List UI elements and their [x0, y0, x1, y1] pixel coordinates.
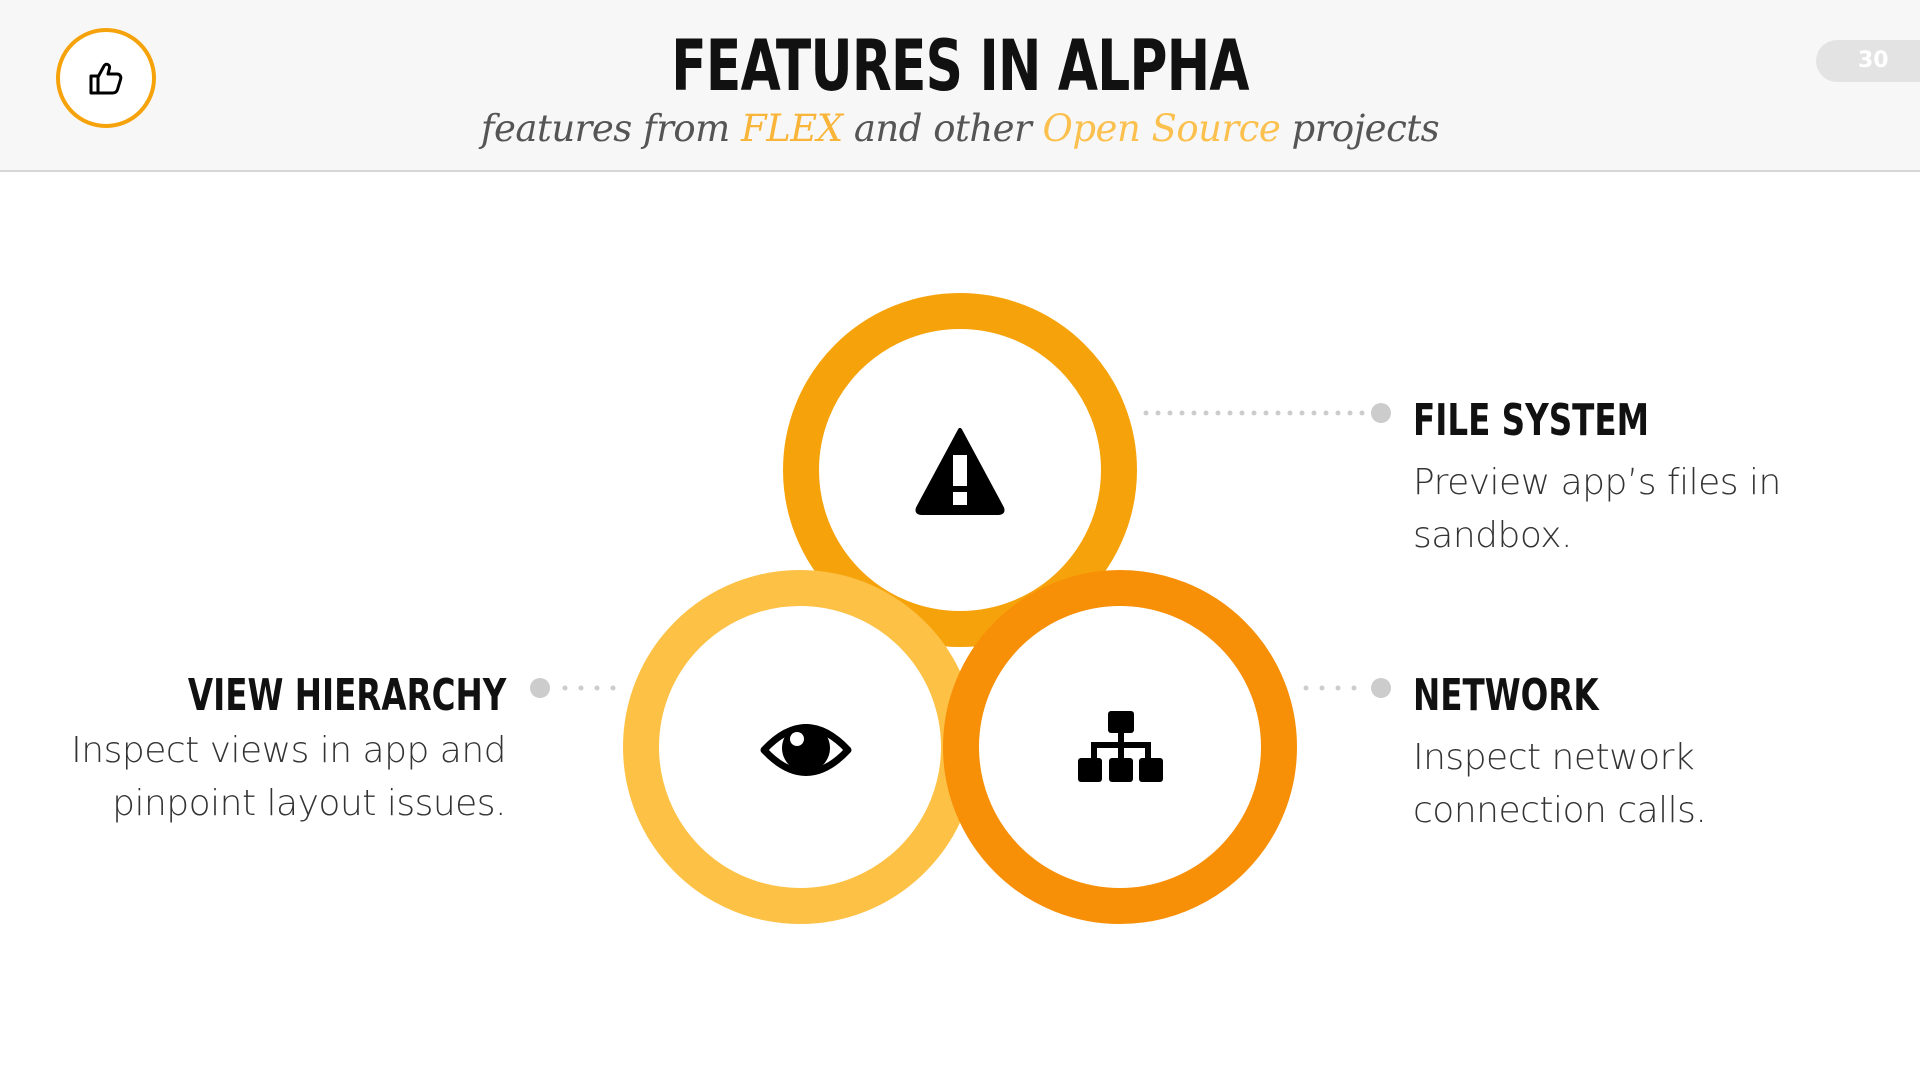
- subtitle-highlight-open-source: Open Source: [1042, 107, 1281, 150]
- logo-badge: [56, 28, 156, 128]
- feature-title-file-system: FILE SYSTEM: [1413, 395, 1650, 446]
- subtitle-text-3: projects: [1280, 107, 1440, 150]
- page-subtitle: features from FLEX and other Open Source…: [0, 104, 1920, 154]
- connector-file-system: [1143, 403, 1391, 423]
- feature-desc-line: pinpoint layout issues.: [112, 783, 506, 824]
- subtitle-text-2: and other: [842, 107, 1043, 150]
- warning-icon: [915, 428, 1005, 515]
- feature-desc-view-hierarchy: Inspect views in app and pinpoint layout…: [71, 724, 506, 830]
- feature-desc-line: Inspect views in app and: [71, 730, 506, 771]
- sitemap-icon: [1078, 711, 1163, 782]
- feature-desc-line: connection calls.: [1413, 790, 1707, 831]
- feature-desc-network: Inspect network connection calls.: [1413, 731, 1707, 837]
- feature-title-network: NETWORK: [1413, 670, 1599, 721]
- feature-desc-line: sandbox.: [1413, 515, 1573, 556]
- connector-network: [1303, 678, 1391, 698]
- slide-header: FEATURES IN ALPHA features from FLEX and…: [0, 0, 1920, 172]
- feature-desc-line: Preview app’s files in: [1413, 462, 1781, 503]
- page-number-badge: 30: [1816, 40, 1920, 82]
- subtitle-text-1: features from: [480, 107, 742, 150]
- subtitle-highlight-flex: FLEX: [741, 107, 843, 150]
- page-title: FEATURES IN ALPHA: [671, 25, 1249, 107]
- thumbs-up-icon: [89, 62, 123, 95]
- connector-view-hierarchy: [530, 678, 623, 698]
- feature-desc-line: Inspect network: [1413, 737, 1695, 778]
- feature-title-view-hierarchy: VIEW HIERARCHY: [187, 670, 506, 721]
- eye-icon: [760, 724, 852, 776]
- feature-desc-file-system: Preview app’s files in sandbox.: [1413, 456, 1781, 562]
